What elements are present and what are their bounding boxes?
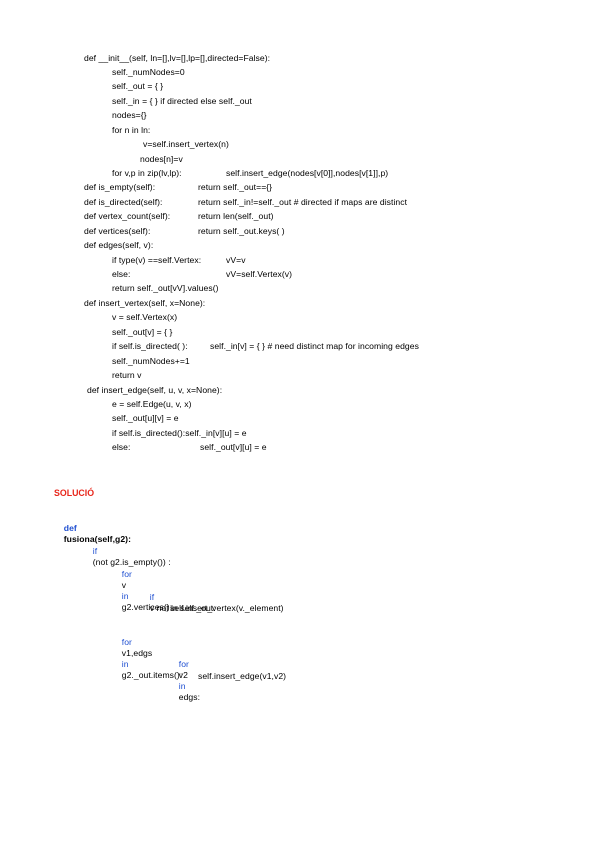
solution-if-line: if (not g2.is_empty()) :	[83, 535, 171, 579]
code-line: def vertex_count(self):	[84, 211, 171, 221]
keyword-in: in	[121, 591, 129, 601]
code-line: return self._out.keys( )	[198, 226, 285, 236]
loop-variable: v1,edgs	[121, 648, 153, 658]
loop-iterable: g2._out.items():	[121, 670, 183, 680]
keyword-for: for	[121, 569, 132, 579]
code-line: for n in ln:	[112, 125, 151, 135]
code-line: return self._in!=self._out # directed if…	[198, 197, 408, 207]
code-line: vV=v	[226, 255, 246, 265]
keyword-if: if	[149, 592, 155, 602]
solution-def-line: def fusiona(self,g2):	[54, 512, 131, 556]
code-line: for v,p in zip(lv,lp):	[112, 168, 182, 178]
code-line: if self.is_directed( ):	[112, 341, 188, 351]
code-line: e = self.Edge(u, v, x)	[112, 399, 192, 409]
code-line: return v	[112, 370, 142, 380]
code-line: else:	[112, 269, 131, 279]
keyword-for: for	[121, 637, 132, 647]
code-line: return len(self._out)	[198, 211, 274, 221]
solution-insert-edge-line: self.insert_edge(v1,v2)	[198, 671, 287, 681]
code-line: def edges(self, v):	[84, 240, 154, 250]
code-line: def __init__(self, ln=[],lv=[],lp=[],dir…	[84, 53, 271, 63]
code-line: def vertices(self):	[84, 226, 151, 236]
function-signature: fusiona(self,g2):	[63, 534, 131, 544]
solution-insert-vertex-line: self.insert_vertex(v._element)	[170, 603, 284, 613]
solution-heading: SOLUCIÓ	[54, 488, 95, 498]
code-line: return self._out=={}	[198, 182, 273, 192]
code-line: vV=self.Vertex(v)	[226, 269, 293, 279]
if-condition: v not in self._out:	[149, 603, 216, 613]
code-line: def is_empty(self):	[84, 182, 156, 192]
code-line: def insert_edge(self, u, v, x=None):	[87, 385, 223, 395]
code-line: self._numNodes=0	[112, 67, 185, 77]
keyword-def: def	[63, 523, 77, 533]
code-line: self._out[u][v] = e	[112, 413, 179, 423]
code-line: self._out = { }	[112, 81, 164, 91]
code-line: self._out[v][u] = e	[200, 442, 267, 452]
if-condition: (not g2.is_empty()) :	[92, 557, 171, 567]
keyword-in: in	[178, 681, 186, 691]
solution-if-not-in-line: if v not in self._out:	[140, 581, 216, 625]
keyword-if: if	[92, 546, 98, 556]
solution-for-vertices-line: for v in g2.vertices():	[112, 558, 172, 624]
code-line: def is_directed(self):	[84, 197, 163, 207]
loop-variable: v	[121, 580, 127, 590]
loop-iterable: edgs:	[178, 692, 201, 702]
code-line: v = self.Vertex(x)	[112, 312, 178, 322]
code-line: self._in[v] = { } # need distinct map fo…	[210, 341, 419, 351]
code-line: nodes={}	[112, 110, 147, 120]
code-line: def insert_vertex(self, x=None):	[84, 298, 206, 308]
solution-for-items-line: for v1,edgs in g2._out.items():	[112, 626, 182, 692]
loop-variable: v2	[178, 670, 188, 680]
code-line: self.insert_edge(nodes[v[0]],nodes[v[1]]…	[226, 168, 389, 178]
code-line: self._numNodes+=1	[112, 356, 190, 366]
code-line: return self._out[vV].values()	[112, 283, 219, 293]
code-line: v=self.insert_vertex(n)	[143, 139, 229, 149]
keyword-for: for	[178, 659, 189, 669]
code-line: if self.is_directed():self._in[v][u] = e	[112, 428, 247, 438]
code-line: if type(v) ==self.Vertex:	[112, 255, 202, 265]
solution-for-edges-line: for v2 in edgs:	[169, 648, 200, 714]
keyword-in: in	[121, 659, 129, 669]
loop-iterable: g2.vertices():	[121, 602, 173, 612]
code-line: self._in = { } if directed else self._ou…	[112, 96, 252, 106]
code-line: self._out[v] = { }	[112, 327, 173, 337]
code-line: nodes[n]=v	[140, 154, 183, 164]
code-line: else:	[112, 442, 131, 452]
